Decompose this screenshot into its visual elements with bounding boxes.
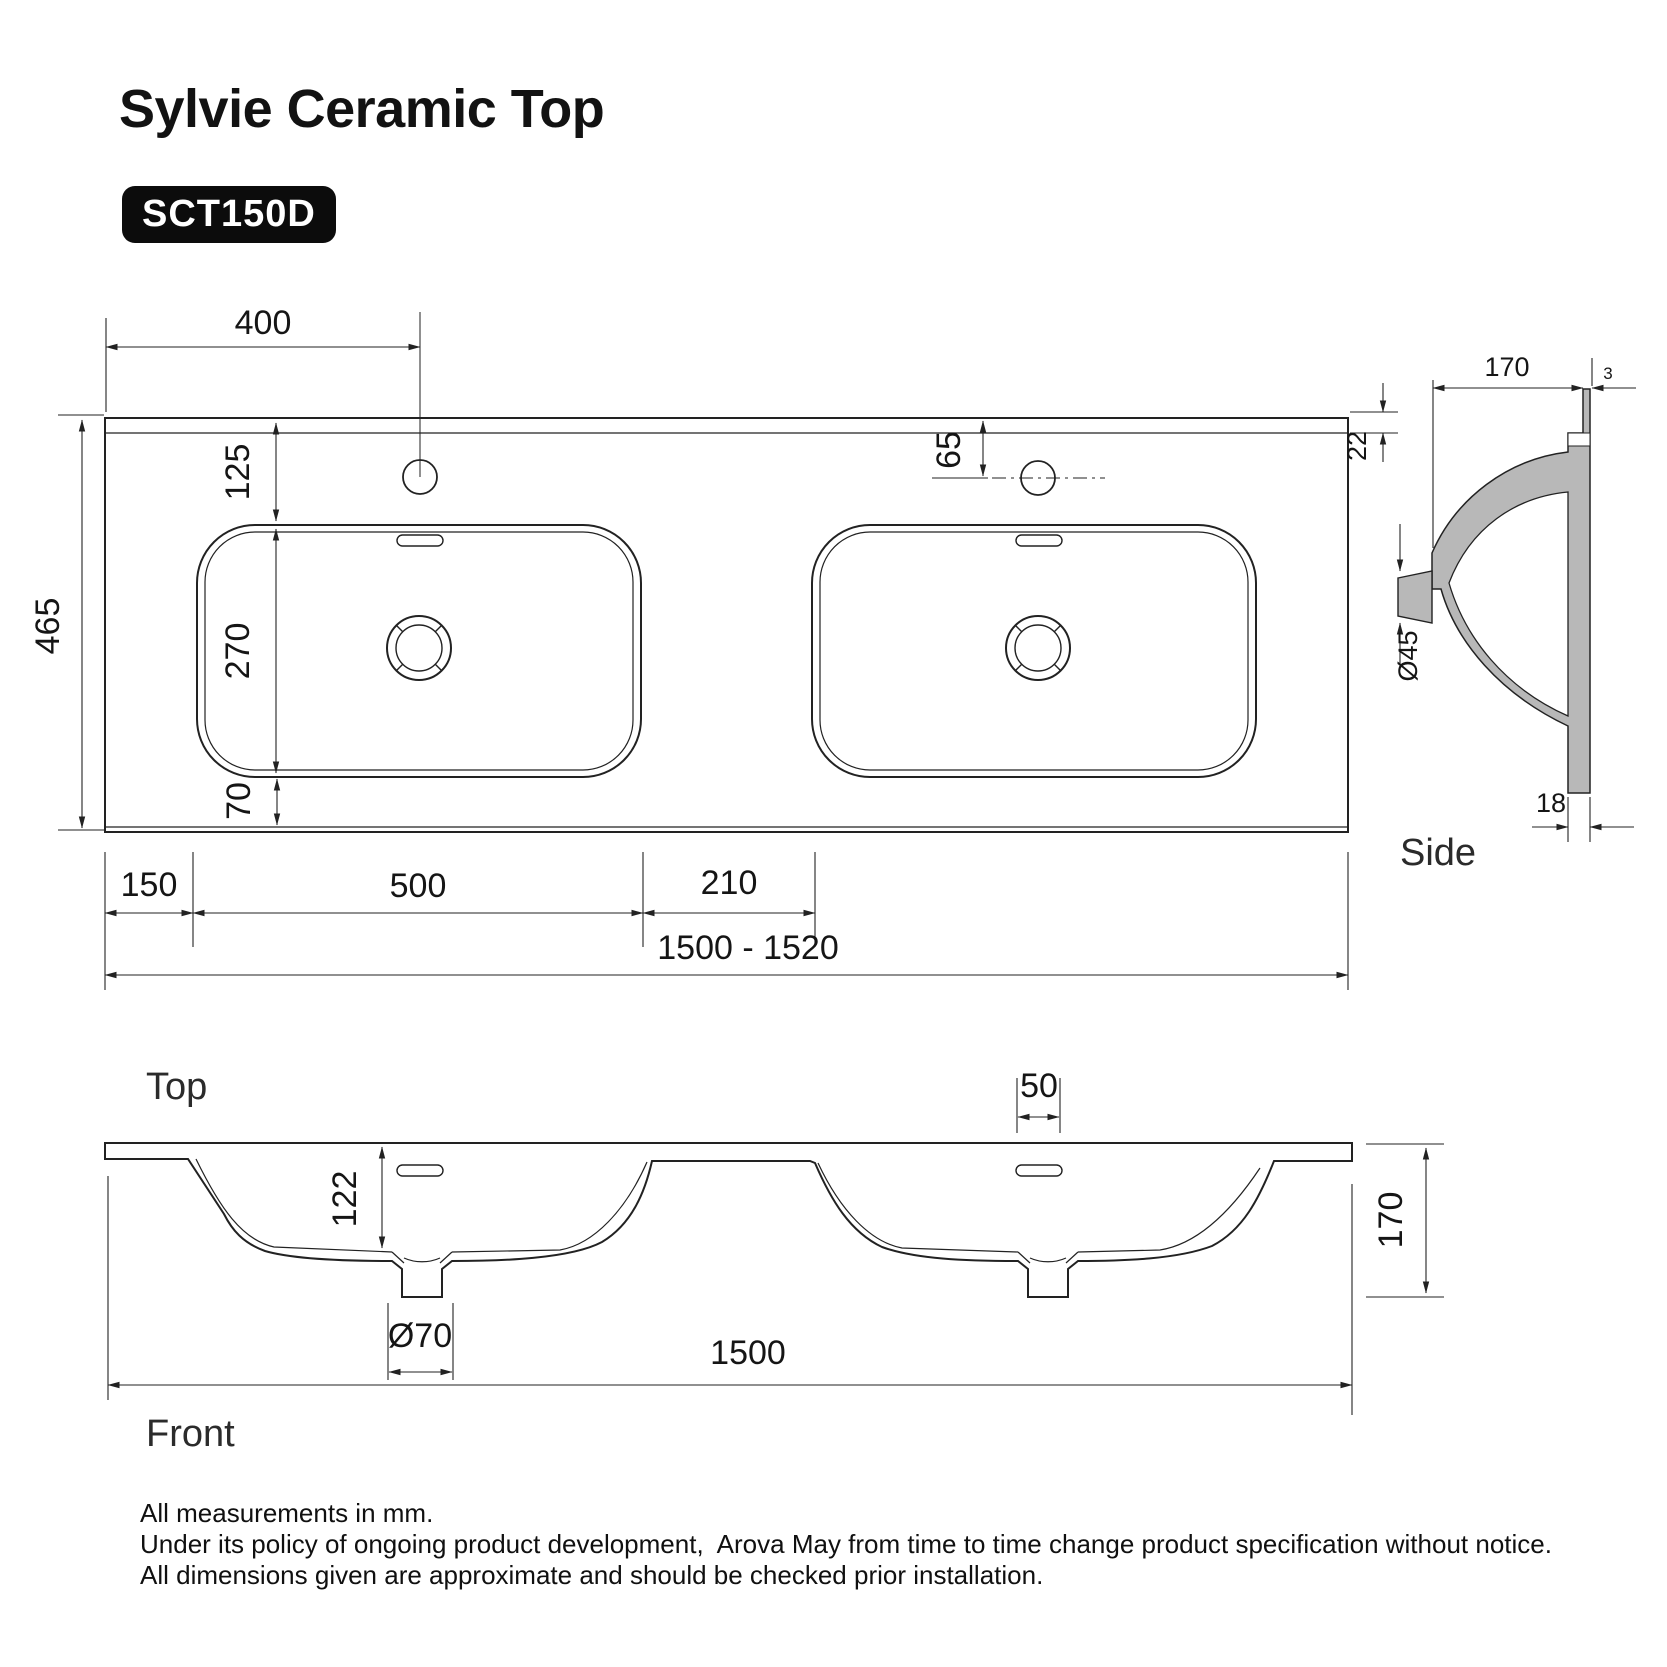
front-view-drawing: 50 122 Ø70 1500 170 Front bbox=[104, 1067, 1444, 1455]
dim-side-depth: 170 bbox=[1484, 352, 1529, 382]
note-line: Under its policy of ongoing product deve… bbox=[140, 1529, 1552, 1559]
dim-left-margin: 150 bbox=[121, 866, 178, 904]
dim-basin-to-front: 70 bbox=[220, 782, 258, 820]
drain-outlet-section bbox=[1397, 570, 1433, 624]
top-view-label: Top bbox=[146, 1066, 207, 1108]
overflow-slot-icon bbox=[396, 534, 444, 547]
dim-front-width: 1500 bbox=[710, 1334, 786, 1372]
overflow-slot-icon bbox=[1015, 1164, 1063, 1177]
right-basin-plan bbox=[811, 460, 1257, 778]
side-view-dimensions bbox=[1350, 358, 1636, 842]
left-basin-plan bbox=[196, 312, 642, 778]
front-view-dimensions bbox=[107, 1078, 1444, 1415]
dim-front-height: 170 bbox=[1372, 1192, 1410, 1249]
front-view-label: Front bbox=[146, 1413, 235, 1455]
dim-overall-depth: 465 bbox=[29, 598, 67, 655]
footer-notes: All measurements in mm. Under its policy… bbox=[140, 1498, 1552, 1591]
drain-icon bbox=[1005, 615, 1071, 681]
dim-side-lip: 3 bbox=[1603, 364, 1612, 383]
dim-drain-diameter-70: Ø70 bbox=[388, 1317, 452, 1355]
dim-wall-thickness: 18 bbox=[1536, 788, 1566, 818]
side-view-drawing: 170 3 22 Ø45 18 Side bbox=[1342, 352, 1636, 874]
top-view-dimensions bbox=[58, 318, 1349, 990]
top-view-drawing: 400 465 125 270 70 65 150 500 210 1500 -… bbox=[29, 304, 1349, 1108]
dim-basin-gap: 210 bbox=[701, 864, 758, 902]
basin-section-bowl bbox=[1448, 491, 1569, 718]
dim-overall-width-range: 1500 - 1520 bbox=[657, 929, 839, 967]
front-outline bbox=[104, 1142, 1353, 1298]
dim-rim-to-basin: 125 bbox=[219, 444, 257, 501]
note-line: All dimensions given are approximate and… bbox=[140, 1560, 1044, 1590]
page-title: Sylvie Ceramic Top bbox=[119, 79, 605, 139]
dim-basin-depth: 270 bbox=[219, 623, 257, 680]
dim-basin-width: 500 bbox=[390, 867, 447, 905]
note-line: All measurements in mm. bbox=[140, 1498, 434, 1528]
overflow-slot-icon bbox=[1015, 534, 1063, 547]
dim-slot-width: 50 bbox=[1020, 1067, 1058, 1105]
dim-hole-offset-y: 65 bbox=[930, 431, 968, 469]
model-badge: SCT150D bbox=[122, 186, 336, 243]
overflow-slot-icon bbox=[396, 1164, 444, 1177]
dim-tap-offset-x: 400 bbox=[235, 304, 292, 342]
side-view-label: Side bbox=[1400, 832, 1476, 874]
dim-edge-thickness: 22 bbox=[1342, 431, 1372, 461]
dim-drain-diameter-45: Ø45 bbox=[1393, 630, 1423, 681]
drain-icon bbox=[386, 615, 452, 681]
dim-bowl-depth: 122 bbox=[326, 1171, 364, 1228]
